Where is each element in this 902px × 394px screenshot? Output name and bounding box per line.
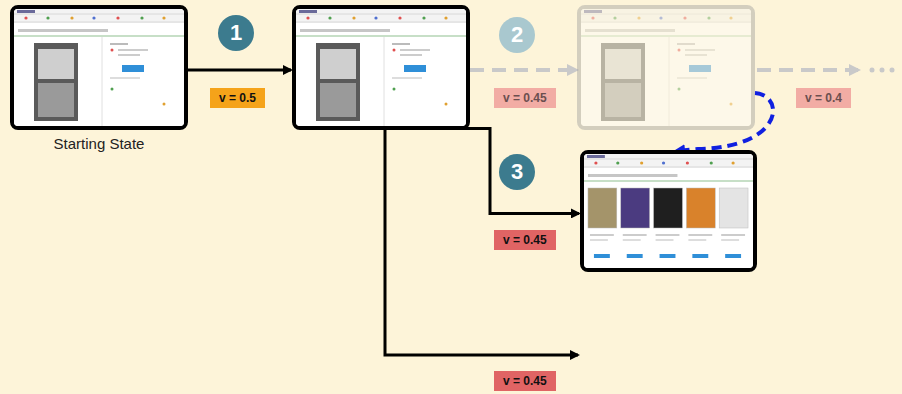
screenshot-frame [10, 5, 188, 130]
value-tag: v = 0.45 [494, 230, 556, 250]
screenshot [581, 9, 751, 126]
value-tag: v = 0.4 [796, 88, 851, 108]
transition-arrow [410, 129, 579, 214]
screenshot-state: Starting State [10, 5, 188, 130]
screenshot [14, 9, 184, 126]
screenshot [296, 9, 466, 126]
transition-arrow [470, 68, 576, 72]
pending-arrow [757, 68, 858, 72]
value-tag: v = 0.45 [494, 88, 556, 108]
callout-number: 3 [499, 154, 535, 190]
screenshot-state [580, 150, 757, 272]
ellipsis-dot [880, 68, 885, 73]
screenshot [584, 154, 753, 268]
value-tag: v = 0.5 [210, 88, 265, 108]
ellipsis-dot [870, 68, 875, 73]
screenshot-state [292, 5, 470, 130]
ellipsis-dot [890, 68, 895, 73]
transition-arrow [188, 69, 291, 72]
state-caption: Starting State [0, 135, 208, 152]
screenshot-frame [580, 150, 757, 272]
callout-number: 1 [218, 15, 254, 51]
value-tag: v = 0.45 [494, 371, 556, 391]
open-branch-arrow [385, 130, 578, 355]
callout-number: 2 [499, 17, 535, 53]
screenshot-frame [577, 5, 755, 130]
screenshot-frame [292, 5, 470, 130]
screenshot-state [577, 5, 755, 130]
